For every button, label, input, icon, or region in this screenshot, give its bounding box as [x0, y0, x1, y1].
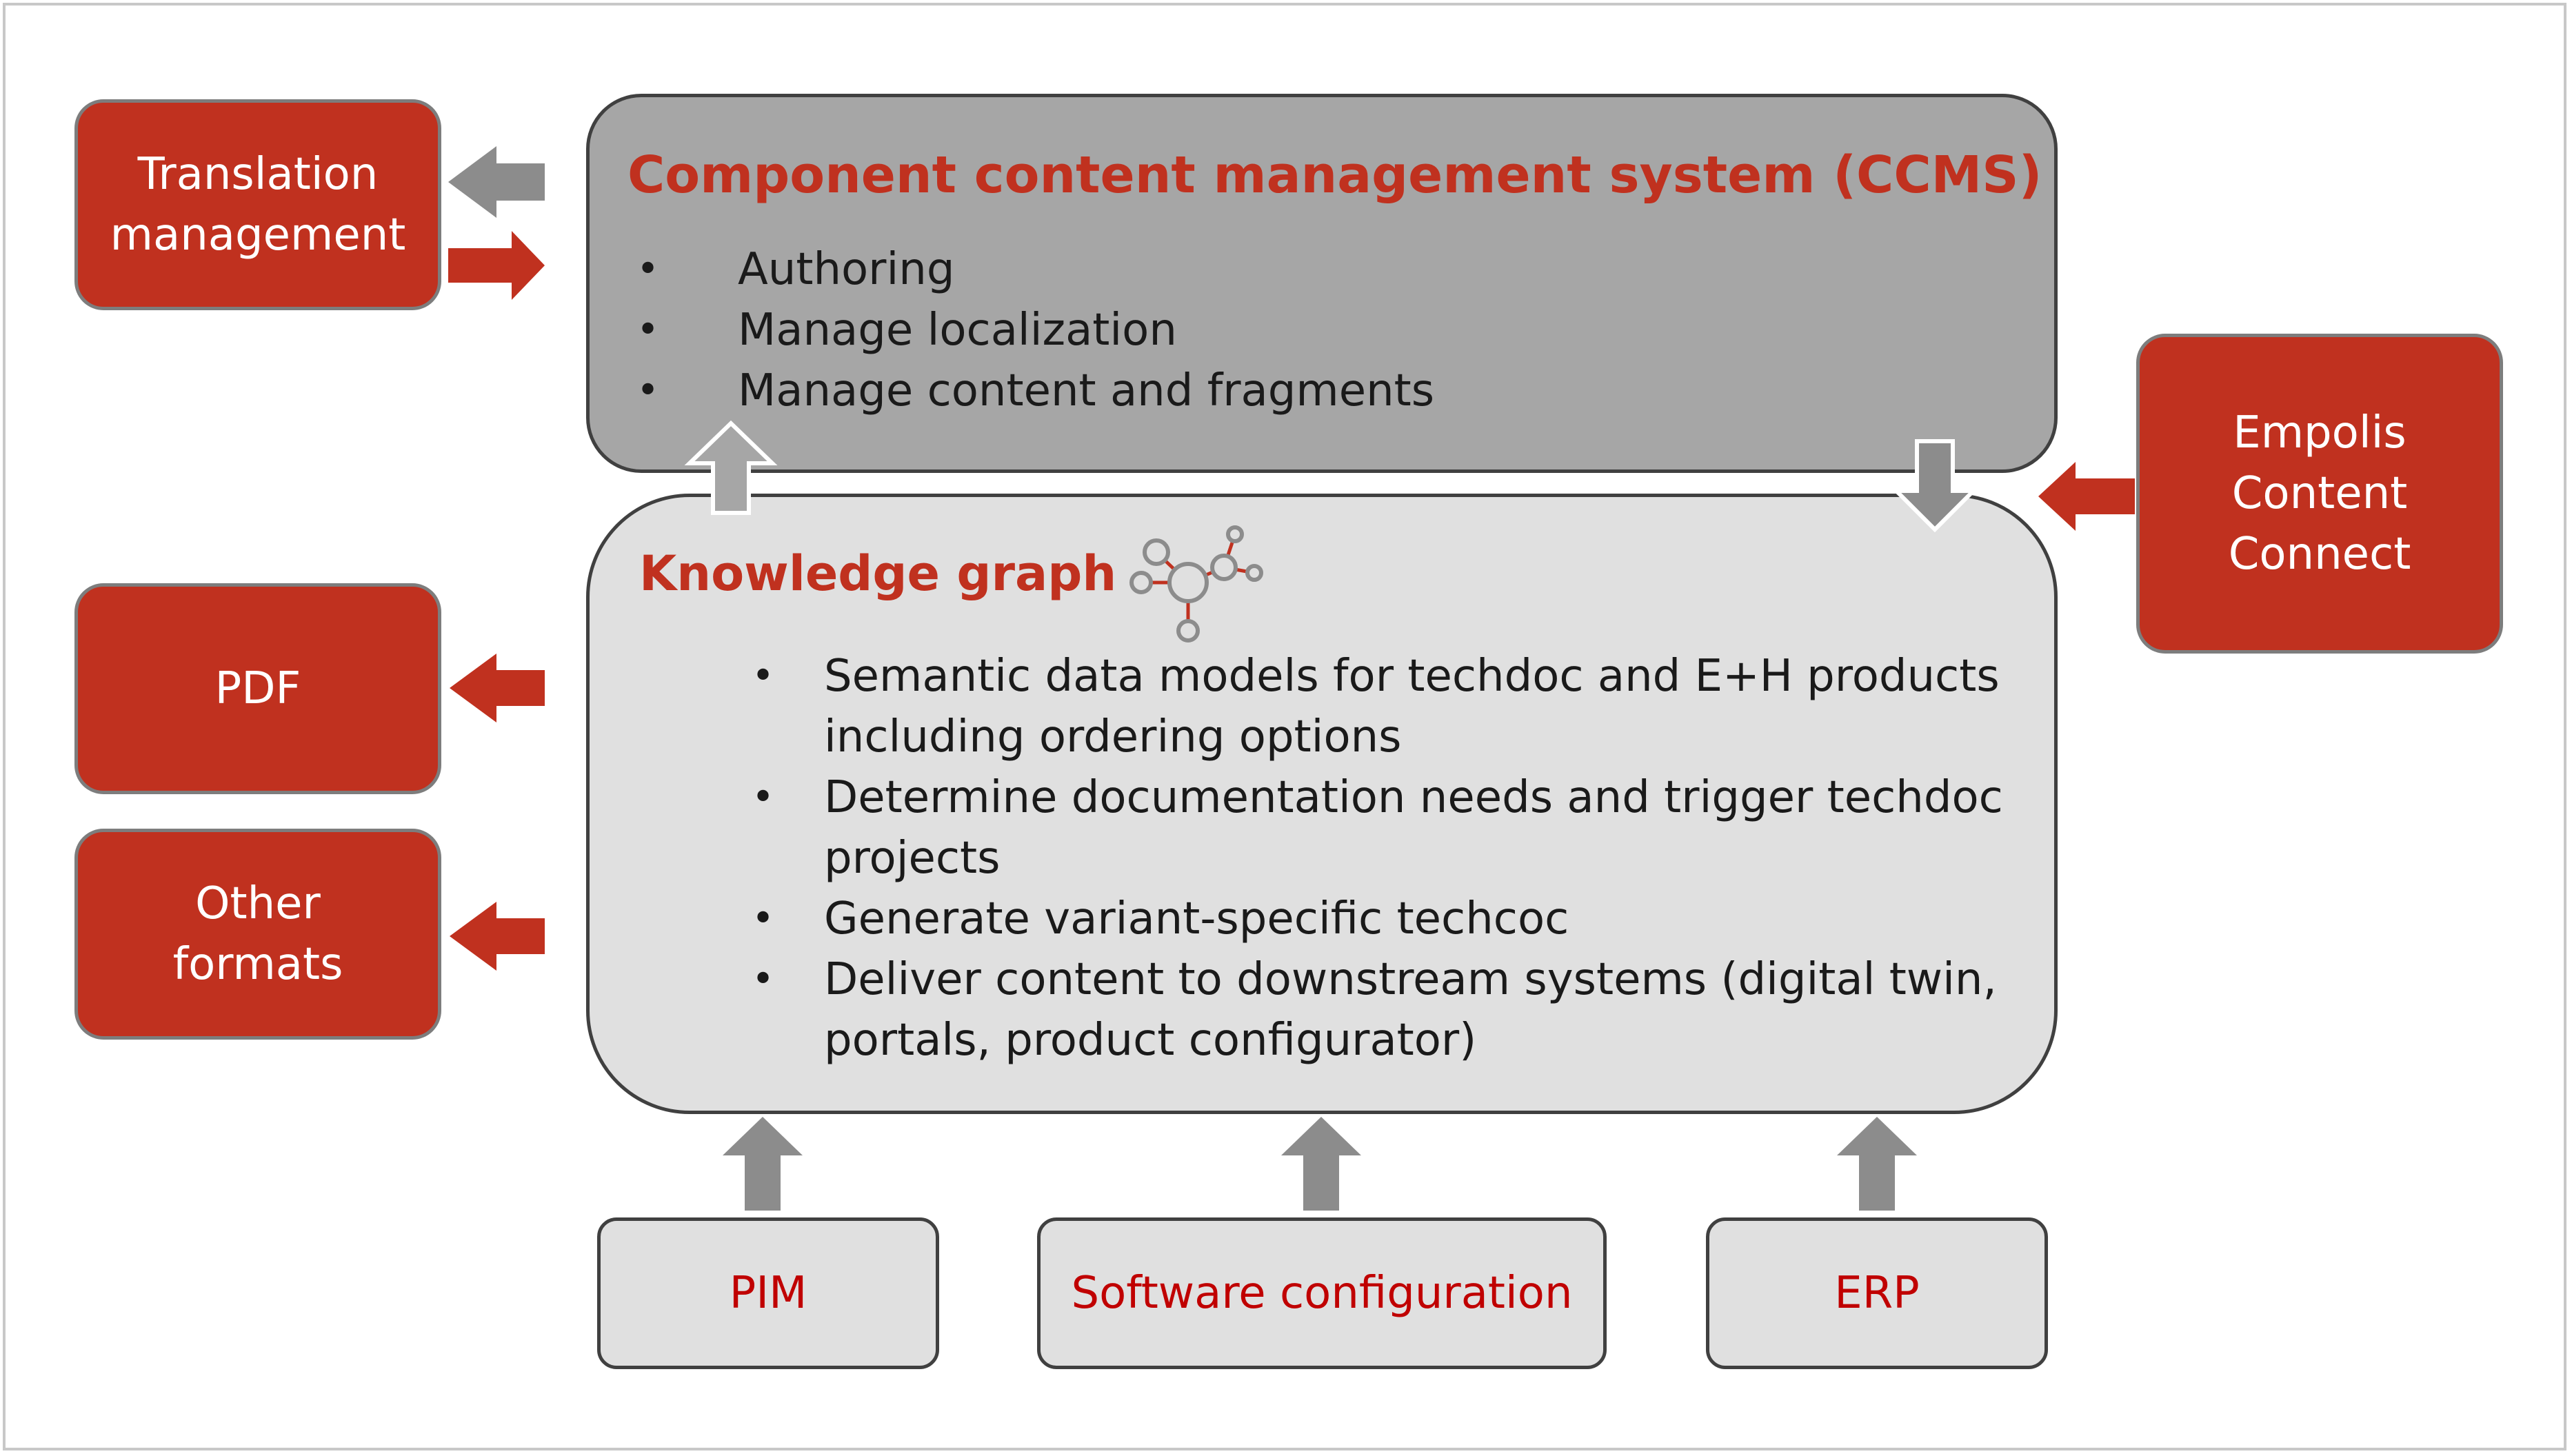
arrow-up-icon [1837, 1117, 1917, 1211]
knowledge-graph-box: Knowledge graph •Semantic data models fo… [586, 494, 2058, 1114]
erp-box: ERP [1706, 1217, 2048, 1369]
software-configuration-box: Software configuration [1037, 1217, 1607, 1369]
ccms-bullet-item: •Manage content and fragments [636, 365, 1435, 416]
arrow-up-icon [684, 420, 778, 515]
arrow-left-icon [448, 146, 545, 218]
network-graph-icon [1129, 525, 1263, 643]
ccms-bullet-item: •Authoring [636, 244, 955, 295]
pim-box: PIM [597, 1217, 939, 1369]
arrow-up-icon [1281, 1117, 1361, 1211]
arrow-left-icon [450, 654, 545, 722]
arrow-left-icon [450, 902, 545, 971]
knowledge-graph-bullet-list: •Semantic data models for techdoc and E+… [752, 646, 2003, 1071]
arrow-down-icon [1891, 439, 1979, 533]
diagram-frame [3, 3, 2566, 1450]
ccms-box: Component content management system (CCM… [586, 94, 2058, 473]
ccms-bullet-list: •Authoring •Manage localization •Manage … [636, 239, 1435, 421]
kg-bullet-item: •Semantic data models for techdoc and E+… [752, 651, 2000, 762]
arrow-up-icon [723, 1117, 803, 1211]
ccms-bullet-item: •Manage localization [636, 305, 1177, 356]
ccms-title: Component content management system (CCM… [627, 145, 2042, 205]
kg-bullet-item: •Generate variant-specific techcoc [752, 893, 1569, 944]
pdf-box: PDF [74, 583, 441, 794]
kg-bullet-item: •Determine documentation needs and trigg… [752, 772, 2003, 884]
kg-bullet-item: •Deliver content to downstream systems (… [752, 954, 1997, 1066]
arrow-right-icon [448, 231, 545, 300]
arrow-left-icon [2038, 462, 2135, 531]
knowledge-graph-title: Knowledge graph [639, 545, 1117, 602]
